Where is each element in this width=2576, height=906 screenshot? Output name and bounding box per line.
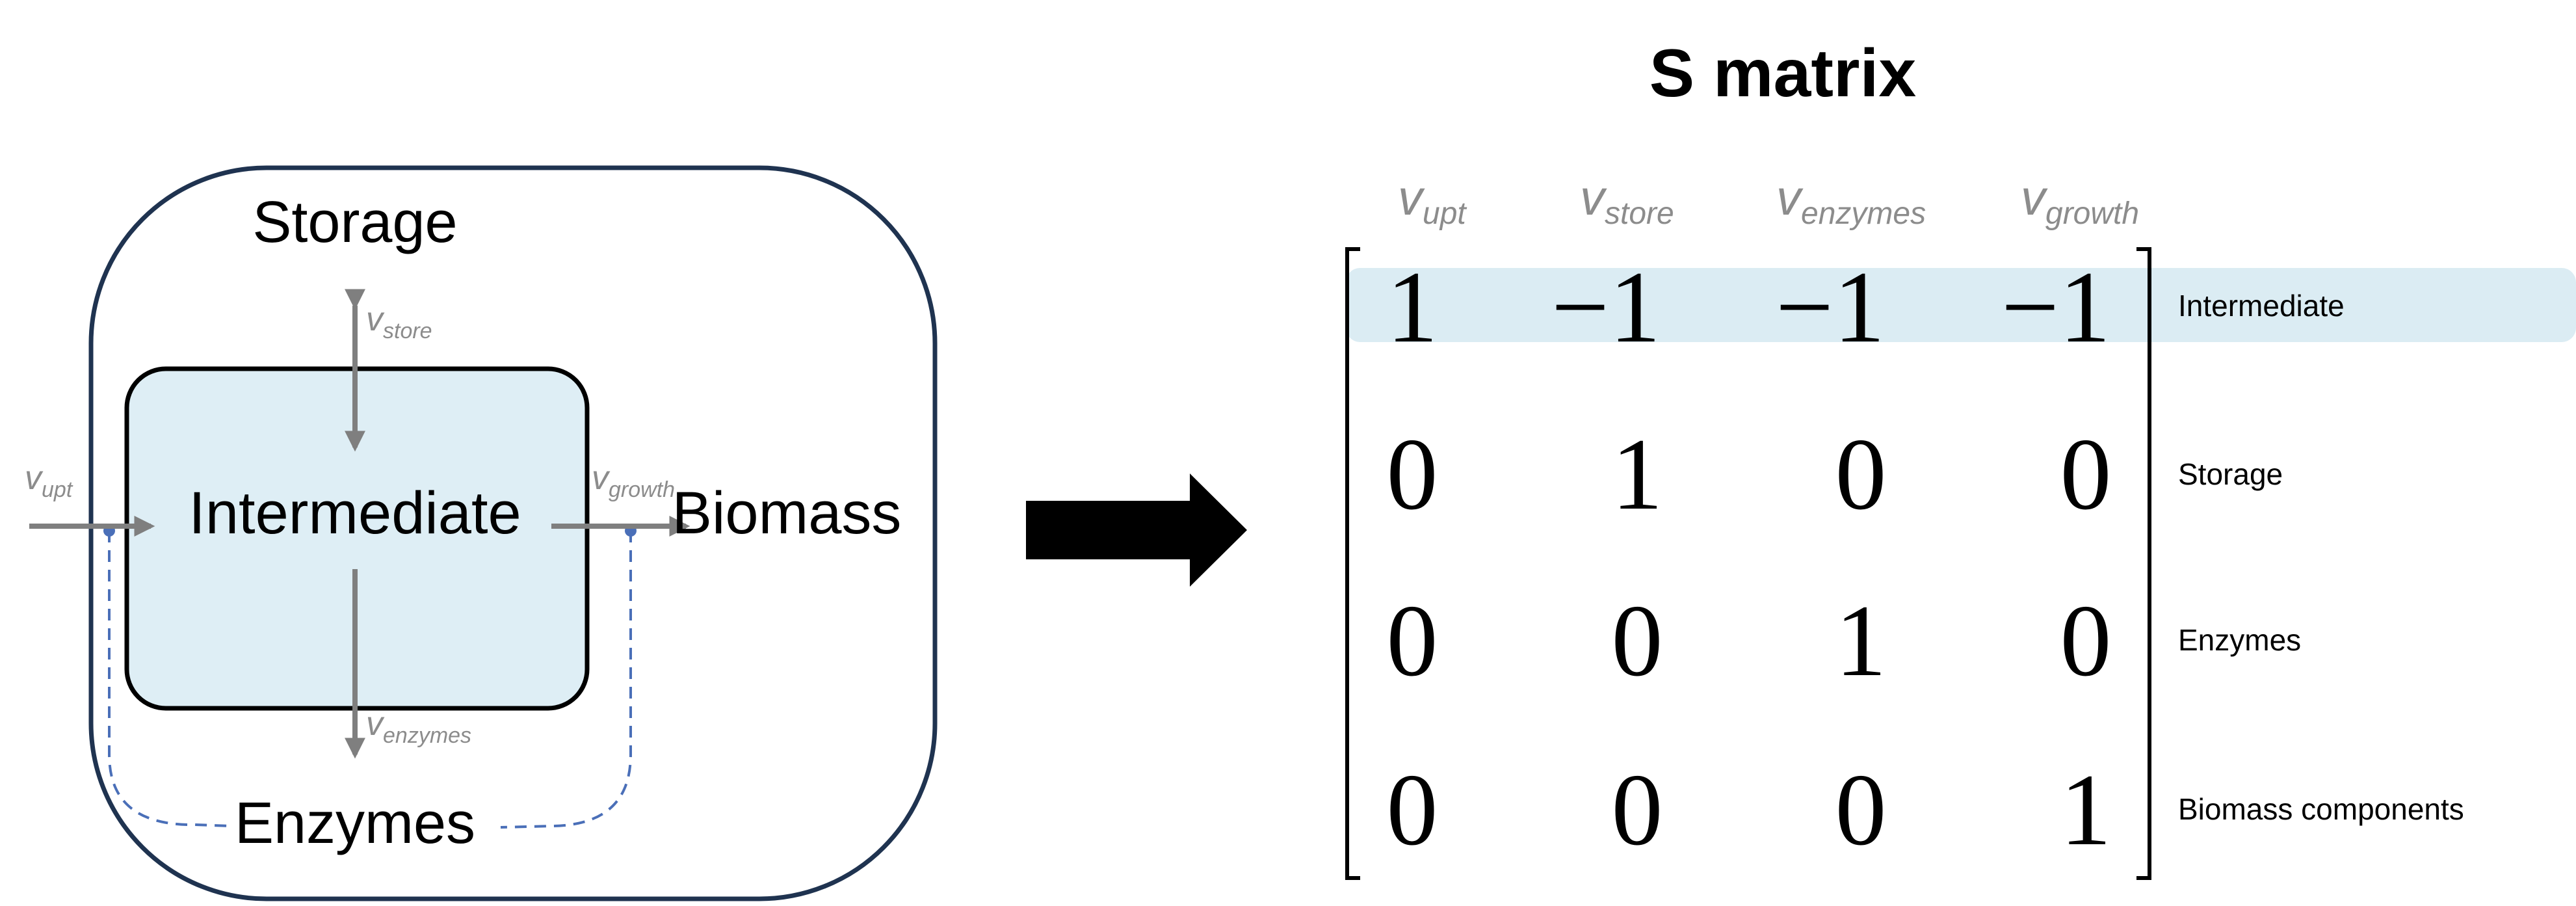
- cell-r3-c0: 0: [1387, 753, 1438, 867]
- cell-r1-c0: 0: [1387, 418, 1438, 531]
- cell-r2-c3: 0: [2060, 584, 2112, 698]
- right-bracket: [2136, 247, 2151, 880]
- cell-r0-c0: 1: [1387, 250, 1438, 364]
- row-label-intermediate: Intermediate: [2178, 289, 2345, 323]
- flux-label-growth: vgrowth: [592, 459, 675, 502]
- cell-r1-c3: 0: [2060, 418, 2112, 531]
- col-header-upt: vupt: [1398, 170, 1467, 231]
- col-header-store: vstore: [1580, 170, 1674, 231]
- cell-r3-c2: 0: [1835, 753, 1887, 867]
- cell-r3-c1: 0: [1612, 753, 1663, 867]
- cell-r0-c1: −1: [1551, 250, 1661, 364]
- col-header-growth: vgrowth: [2021, 170, 2139, 231]
- flux-label-upt: vupt: [25, 459, 73, 502]
- row-label-enzymes: Enzymes: [2178, 623, 2301, 657]
- enzymes-label: Enzymes: [235, 791, 475, 856]
- intermediate-label: Intermediate: [189, 480, 521, 546]
- flux-label-store: vstore: [366, 300, 432, 343]
- cell-r3-c3: 1: [2060, 753, 2112, 867]
- row-label-biomass-components: Biomass components: [2178, 792, 2464, 826]
- highlight-row-intermediate: [1346, 268, 2576, 342]
- cell-r2-c1: 0: [1612, 584, 1663, 698]
- matrix-title: S matrix: [1649, 36, 1917, 111]
- dashed-regulation-growth: [500, 531, 632, 829]
- cell-r0-c3: −1: [2001, 250, 2110, 364]
- cell-r2-c0: 0: [1387, 584, 1438, 698]
- cell-r0-c2: −1: [1776, 250, 1885, 364]
- big-right-arrow: [1026, 473, 1247, 587]
- storage-label: Storage: [252, 190, 457, 255]
- biomass-label: Biomass: [672, 480, 902, 546]
- col-header-enzymes: venzymes: [1776, 170, 1926, 231]
- cell-r2-c2: 1: [1835, 584, 1887, 698]
- flux-label-enzymes: venzymes: [366, 705, 471, 748]
- dashed-regulation-upt: [108, 531, 231, 827]
- cell-r1-c2: 0: [1835, 418, 1887, 531]
- row-label-storage: Storage: [2178, 457, 2283, 491]
- cell-r1-c1: 1: [1612, 418, 1663, 531]
- cell-outline: [88, 165, 938, 901]
- left-bracket: [1345, 247, 1360, 880]
